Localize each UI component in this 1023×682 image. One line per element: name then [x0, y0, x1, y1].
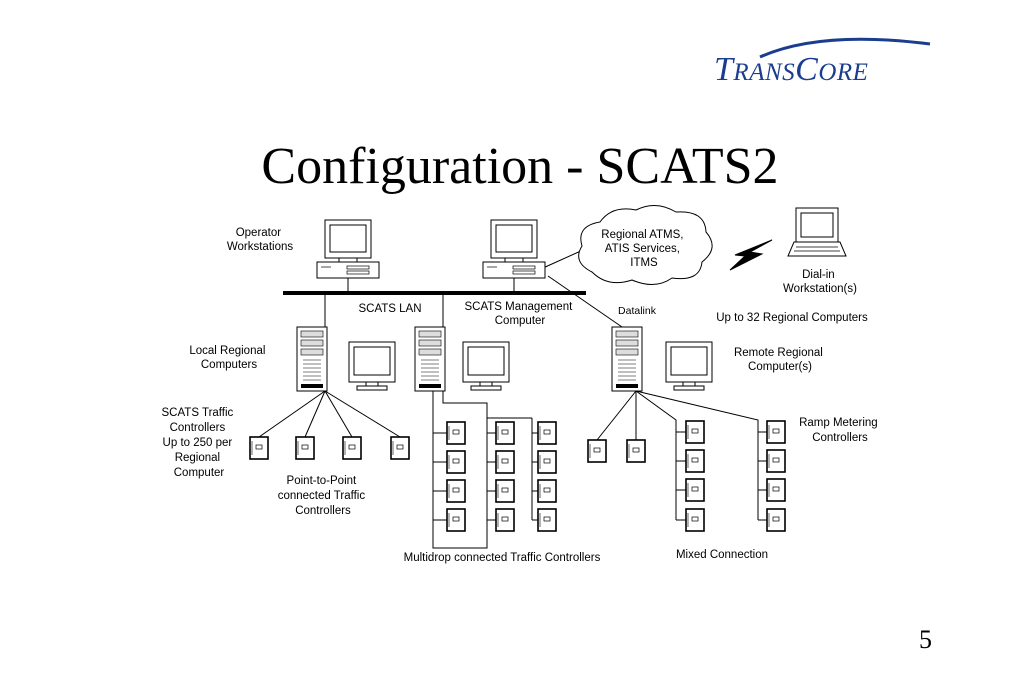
local-regional-tower-1: [296, 326, 328, 392]
slide-title: Configuration - SCATS2: [261, 138, 778, 195]
remote-regional-label: Remote Regional Computer(s): [734, 347, 826, 373]
point-to-point-label: Point-to-Point connected Traffic Control…: [278, 475, 369, 517]
traffic-controller-icon: [495, 421, 515, 445]
local-regional-label: Local Regional Computers: [189, 345, 268, 371]
traffic-controller-icon: [766, 478, 786, 502]
transcore-logo: TRANSCORE: [714, 37, 931, 88]
connection-lines: [258, 249, 767, 549]
traffic-controller-icon: [249, 436, 269, 460]
traffic-controller-icon: [495, 508, 515, 532]
logo-swoosh: [759, 37, 931, 59]
traffic-controller-icon: [537, 421, 557, 445]
logo-letter-t: T: [714, 51, 735, 88]
cloud-icon: [578, 205, 713, 285]
traffic-controller-icon: [537, 479, 557, 503]
cloud-label: Regional ATMS, ATIS Services, ITMS: [601, 229, 686, 269]
mixed-connection-label: Mixed Connection: [676, 549, 768, 561]
traffic-controller-icon: [495, 479, 515, 503]
traffic-controller-icon: [537, 450, 557, 474]
operator-workstation-1: [316, 219, 380, 279]
page-number: 5: [919, 625, 932, 654]
traffic-controller-icon: [446, 450, 466, 474]
traffic-controller-icon: [626, 439, 646, 463]
traffic-controller-icon: [766, 420, 786, 444]
traffic-controller-icon: [537, 508, 557, 532]
traffic-controller-icon: [342, 436, 362, 460]
logo-letters-rans: RANS: [732, 59, 795, 86]
logo-letters-ore: ORE: [818, 59, 868, 86]
cloud-link: [542, 249, 584, 269]
traffic-controller-icon: [390, 436, 410, 460]
dialin-label: Dial-in Workstation(s): [783, 269, 857, 295]
logo-letter-c: C: [795, 51, 818, 88]
datalink-label: Datalink: [618, 305, 657, 317]
up-to-32-label: Up to 32 Regional Computers: [716, 312, 868, 324]
traffic-controller-icon: [495, 450, 515, 474]
scats-lan-label: SCATS LAN: [358, 303, 421, 315]
laptop-icon: [787, 207, 847, 257]
operator-workstations-label: Operator Workstations: [227, 227, 294, 253]
traffic-controller-icon: [685, 478, 705, 502]
traffic-controller-icon: [587, 439, 607, 463]
local-regional-tower-2: [414, 326, 446, 392]
remote-regional-tower: [611, 326, 643, 392]
ramp-metering-label: Ramp Metering Controllers: [799, 417, 881, 444]
traffic-controller-icon: [685, 449, 705, 473]
traffic-controller-icon: [685, 508, 705, 532]
lightning-bolt-icon: [729, 239, 773, 271]
local-regional-monitor-1: [348, 341, 396, 391]
traffic-controller-icon: [295, 436, 315, 460]
scats-traffic-controllers-label: SCATS Traffic Controllers Up to 250 per …: [162, 407, 237, 479]
operator-workstation-2: [482, 219, 546, 279]
datalink-line: [547, 275, 623, 328]
management-computer-label: SCATS Management Computer: [464, 301, 575, 327]
multidrop-label: Multidrop connected Traffic Controllers: [404, 552, 601, 564]
svg-text:TRANSCORE: TRANSCORE: [714, 51, 868, 88]
traffic-controller-icon: [446, 479, 466, 503]
local-regional-monitor-2: [462, 341, 510, 391]
traffic-controller-icon: [766, 449, 786, 473]
traffic-controller-icon: [766, 508, 786, 532]
traffic-controller-icon: [446, 508, 466, 532]
traffic-controller-icon: [685, 420, 705, 444]
remote-regional-monitor: [665, 341, 713, 391]
traffic-controller-icon: [446, 421, 466, 445]
